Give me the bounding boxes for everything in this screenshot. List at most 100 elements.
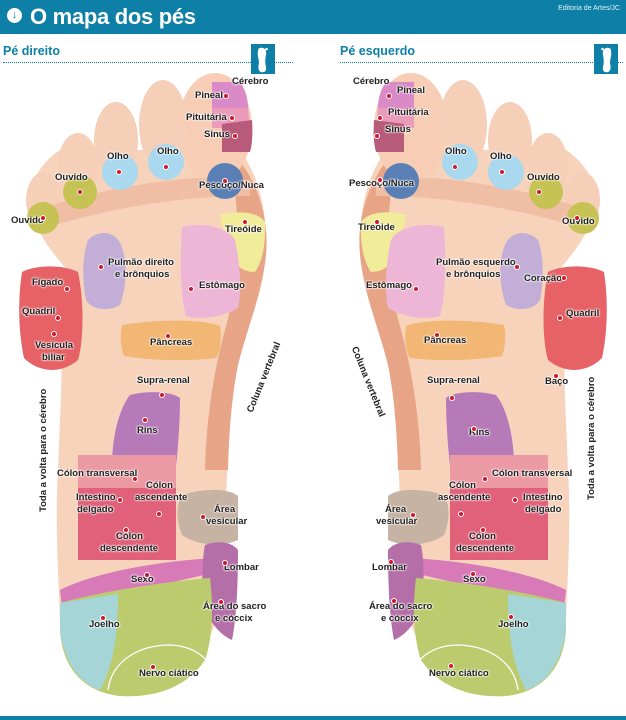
reflex-point-dot bbox=[98, 264, 104, 270]
zone-label: Nervo ciático bbox=[139, 668, 199, 679]
reflex-point-dot bbox=[388, 559, 394, 565]
reflex-point-dot bbox=[55, 315, 61, 321]
reflex-point-dot bbox=[159, 392, 165, 398]
reflex-point-dot bbox=[452, 164, 458, 170]
reflex-point-dot bbox=[499, 169, 505, 175]
zone-label: Pescoço/Nuca bbox=[349, 178, 414, 189]
right-foot-heading: Pé direito bbox=[3, 44, 60, 58]
credit-text: Editoria de Artes/JC bbox=[558, 5, 620, 12]
zone-label: biliar bbox=[42, 352, 65, 363]
zone-label: Supra-renal bbox=[427, 375, 480, 386]
reflex-point-dot bbox=[458, 511, 464, 517]
right-foot-heading-bar: Pé direito bbox=[3, 42, 293, 74]
zone-label: Intestino bbox=[76, 492, 116, 503]
reflex-point-dot bbox=[514, 264, 520, 270]
zone-label: Pescoço/Nuca bbox=[199, 180, 264, 191]
zone-label: Cérebro bbox=[353, 76, 390, 87]
reflex-point-dot bbox=[163, 164, 169, 170]
zone-label: Nervo ciático bbox=[429, 668, 489, 679]
reflex-point-dot bbox=[188, 286, 194, 292]
reflex-point-dot bbox=[223, 93, 229, 99]
reflex-point-dot bbox=[470, 571, 476, 577]
reflex-point-dot bbox=[377, 177, 383, 183]
reflex-point-dot bbox=[222, 560, 228, 566]
zone-label: delgado bbox=[77, 504, 114, 515]
zone-label: Quadril bbox=[566, 308, 600, 319]
zone-label: Olho bbox=[107, 151, 129, 162]
zone-label: Fígado bbox=[32, 277, 64, 288]
zone-label: Joelho bbox=[498, 619, 529, 630]
reflex-point-dot bbox=[561, 275, 567, 281]
zone-label: Cólon bbox=[469, 531, 496, 542]
left-foot-vertical-label-right: Toda a volta para o cérebro bbox=[586, 376, 597, 500]
zone-label: Pulmão esquerdo bbox=[436, 257, 516, 268]
reflex-point-dot bbox=[448, 663, 454, 669]
reflex-point-dot bbox=[413, 286, 419, 292]
zone-label: Ouvido bbox=[55, 172, 88, 183]
reflex-point-dot bbox=[480, 527, 486, 533]
reflex-point-dot bbox=[117, 497, 123, 503]
zone-label: e brônquios bbox=[446, 269, 501, 280]
reflex-point-dot bbox=[391, 598, 397, 604]
reflex-point-dot bbox=[64, 286, 70, 292]
zone-label: Estômago bbox=[199, 280, 245, 291]
zone-label: ascendente bbox=[135, 492, 188, 503]
zone-label: Pineal bbox=[397, 85, 425, 96]
zone-label: ascendente bbox=[438, 492, 491, 503]
reflex-point-dot bbox=[374, 219, 380, 225]
reflex-point-dot bbox=[377, 115, 383, 121]
reflex-point-dot bbox=[200, 514, 206, 520]
page-title: O mapa dos pés bbox=[30, 4, 196, 29]
zone-label: Cólon transversal bbox=[57, 468, 138, 479]
zone-label: e cóccix bbox=[215, 613, 253, 624]
zone-label: Cólon transversal bbox=[492, 468, 573, 479]
page-header: ↓ O mapa dos pés Editoria de Artes/JC bbox=[0, 0, 626, 34]
divider bbox=[340, 62, 623, 63]
reflex-point-dot bbox=[410, 512, 416, 518]
reflex-point-dot bbox=[449, 395, 455, 401]
reflex-point-dot bbox=[557, 315, 563, 321]
zone-label: e brônquios bbox=[115, 269, 170, 280]
reflex-point-dot bbox=[116, 169, 122, 175]
zone-label: Pâncreas bbox=[424, 335, 467, 346]
reflex-point-dot bbox=[471, 426, 477, 432]
zone-label: Supra-renal bbox=[137, 375, 190, 386]
reflex-point-dot bbox=[574, 215, 580, 221]
reflex-point-dot bbox=[229, 115, 235, 121]
right-foot-vertical-label-left: Toda a volta para o cérebro bbox=[38, 388, 49, 512]
reflex-point-dot bbox=[536, 189, 542, 195]
zone-label: Olho bbox=[157, 146, 179, 157]
zone-label: vesicular bbox=[206, 516, 248, 527]
reflex-point-dot bbox=[51, 331, 57, 337]
zone-label: delgado bbox=[525, 504, 562, 515]
reflex-point-dot bbox=[374, 133, 380, 139]
zone-label: Intestino bbox=[523, 492, 563, 503]
zone-label: Tireóide bbox=[225, 224, 262, 235]
zone-label: Olho bbox=[445, 146, 467, 157]
reflex-point-dot bbox=[553, 373, 559, 379]
reflex-point-dot bbox=[144, 572, 150, 578]
reflex-point-dot bbox=[40, 215, 46, 221]
reflex-point-dot bbox=[156, 511, 162, 517]
divider bbox=[3, 62, 293, 63]
left-foot-heading: Pé esquerdo bbox=[340, 44, 416, 58]
reflex-point-dot bbox=[218, 599, 224, 605]
reflex-point-dot bbox=[77, 189, 83, 195]
zone-label: Joelho bbox=[89, 619, 120, 630]
zone-label: Ouvido bbox=[562, 216, 595, 227]
zone-label: Área bbox=[214, 504, 236, 515]
zone-label: Pulmão direito bbox=[108, 257, 174, 268]
zone-label: Sexo bbox=[131, 574, 154, 585]
zone-label: Cólon bbox=[449, 480, 476, 491]
zone-label: Rins bbox=[137, 425, 158, 436]
zone-label: Cólon bbox=[116, 531, 143, 542]
reflex-point-dot bbox=[100, 615, 106, 621]
zone-label: Área do sacro bbox=[203, 601, 267, 612]
zone-label: Ouvido bbox=[11, 215, 44, 226]
zone-label: Tireóide bbox=[358, 222, 395, 233]
reflex-point-dot bbox=[132, 476, 138, 482]
zone-label: Vesícula bbox=[35, 340, 74, 351]
zone-label: Área bbox=[385, 504, 407, 515]
reflex-point-dot bbox=[142, 417, 148, 423]
